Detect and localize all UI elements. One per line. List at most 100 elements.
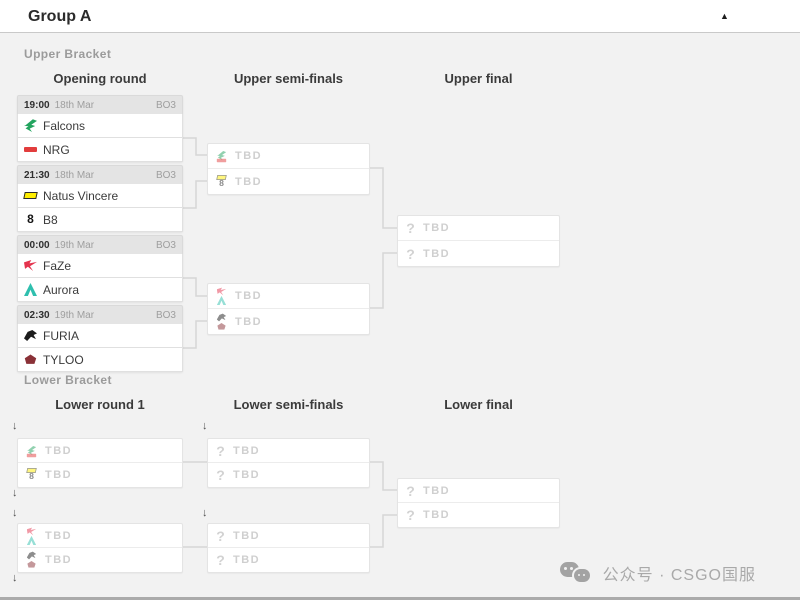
match-format-badge: BO3 [155, 99, 176, 111]
upper-semifinal-1-card[interactable]: TBD TBD [207, 143, 370, 195]
unknown-team-icon: ? [216, 442, 225, 459]
match-header: 00:00 19th Mar BO3 [17, 235, 183, 254]
tbd-label: TBD [233, 529, 261, 542]
unknown-team-icon: ? [406, 245, 415, 262]
falcons-logo-icon [26, 445, 37, 455]
candidate-logos [24, 445, 39, 457]
unknown-team-icon: ? [216, 467, 225, 483]
team-row-navi[interactable]: Natus Vincere [17, 184, 183, 208]
team-name: FURIA [43, 328, 79, 343]
tbd-slot[interactable]: TBD [18, 463, 182, 487]
tbd-slot[interactable]: TBD [18, 548, 182, 572]
candidate-logos [214, 174, 229, 188]
match-card-falcons-nrg[interactable]: 19:00 18th Mar BO3 Falcons NRG [17, 95, 183, 162]
match-card-faze-aurora[interactable]: 00:00 19th Mar BO3 FaZe Aurora [17, 235, 183, 302]
faze-logo-icon [26, 527, 37, 535]
candidate-logos [24, 527, 39, 545]
watermark: 公众号 · CSGO国服 [559, 561, 756, 585]
wechat-icon [559, 561, 594, 585]
nrg-logo-icon [26, 453, 37, 457]
team-name: FaZe [43, 258, 72, 273]
column-header-lower-round-1: Lower round 1 [55, 397, 145, 412]
match-card-navi-b8[interactable]: 21:30 18th Mar BO3 Natus Vincere B8 [17, 165, 183, 232]
natus-vincere-logo-icon [23, 192, 38, 199]
unknown-team-icon: ? [216, 552, 225, 568]
team-row-aurora[interactable]: Aurora [17, 278, 183, 302]
drop-from-upper-icon: ↓ [202, 420, 208, 432]
tbd-label: TBD [235, 290, 263, 302]
match-date: 19th Mar [54, 309, 95, 321]
b8-logo-icon [27, 472, 36, 481]
tbd-slot[interactable]: TBD [208, 284, 369, 309]
tbd-label: TBD [45, 529, 73, 542]
collapse-icon[interactable]: ▲ [720, 11, 729, 21]
faze-logo-icon [216, 287, 227, 296]
team-name: Natus Vincere [43, 188, 119, 203]
candidate-logos [214, 313, 229, 331]
tbd-slot[interactable]: TBD [208, 144, 369, 169]
tbd-slot[interactable]: ? TBD [208, 439, 369, 463]
furia-logo-icon [26, 551, 37, 560]
unknown-team-icon: ? [406, 507, 415, 523]
unknown-team-icon: ? [406, 482, 415, 499]
match-time: 21:30 [24, 169, 50, 181]
unknown-team-icon: ? [216, 527, 225, 544]
falcons-logo-icon [24, 119, 37, 132]
furia-logo-icon [24, 330, 37, 341]
aurora-logo-icon [216, 295, 227, 306]
tbd-slot[interactable]: ? TBD [208, 524, 369, 548]
upper-semifinal-2-card[interactable]: TBD TBD [207, 283, 370, 335]
drop-from-upper-icon: ↓ [12, 487, 18, 499]
candidate-logos [24, 551, 39, 569]
team-row-nrg[interactable]: NRG [17, 138, 183, 162]
furia-logo-icon [216, 313, 227, 321]
tbd-slot[interactable]: TBD [18, 439, 182, 463]
drop-from-upper-icon: ↓ [12, 507, 18, 519]
tbd-slot[interactable]: ? TBD [398, 479, 559, 503]
candidate-logos [214, 151, 229, 163]
match-date: 19th Mar [54, 239, 95, 251]
upper-bracket-label: Upper Bracket [24, 47, 112, 61]
lower-semifinal-1-card[interactable]: ? TBD ? TBD [207, 438, 370, 488]
lower-round1-card-1[interactable]: TBD TBD [17, 438, 183, 488]
tbd-label: TBD [45, 554, 73, 566]
match-time: 19:00 [24, 99, 50, 111]
tbd-slot[interactable]: ? TBD [398, 503, 559, 527]
team-row-tyloo[interactable]: TYLOO [17, 348, 183, 372]
drop-from-upper-icon: ↓ [12, 420, 18, 432]
candidate-logos [214, 287, 229, 306]
match-header: 21:30 18th Mar BO3 [17, 165, 183, 184]
aurora-logo-icon [26, 535, 37, 545]
match-card-furia-tyloo[interactable]: 02:30 19th Mar BO3 FURIA TYLOO [17, 305, 183, 372]
tbd-label: TBD [423, 222, 451, 234]
column-header-lower-final: Lower final [444, 397, 513, 412]
tbd-label: TBD [233, 554, 261, 566]
tbd-slot[interactable]: TBD [208, 169, 369, 194]
tbd-slot[interactable]: ? TBD [398, 241, 559, 266]
tbd-slot[interactable]: ? TBD [208, 548, 369, 572]
b8-logo-icon [24, 213, 37, 226]
lower-round1-card-2[interactable]: TBD TBD [17, 523, 183, 573]
group-header-bar: Group A ▲ [0, 0, 800, 33]
match-format-badge: BO3 [155, 169, 176, 181]
tbd-label: TBD [45, 444, 73, 457]
team-name: B8 [43, 212, 58, 227]
tbd-slot[interactable]: ? TBD [398, 216, 559, 241]
upper-final-card[interactable]: ? TBD ? TBD [397, 215, 560, 267]
match-time: 00:00 [24, 239, 50, 251]
tbd-slot[interactable]: TBD [18, 524, 182, 548]
match-time: 02:30 [24, 309, 50, 321]
tbd-label: TBD [45, 469, 73, 481]
team-row-b8[interactable]: B8 [17, 208, 183, 232]
lower-semifinal-2-card[interactable]: ? TBD ? TBD [207, 523, 370, 573]
match-header: 19:00 18th Mar BO3 [17, 95, 183, 114]
tbd-slot[interactable]: TBD [208, 309, 369, 334]
team-name: NRG [43, 142, 70, 157]
match-date: 18th Mar [54, 169, 95, 181]
team-row-faze[interactable]: FaZe [17, 254, 183, 278]
lower-final-card[interactable]: ? TBD ? TBD [397, 478, 560, 528]
team-row-furia[interactable]: FURIA [17, 324, 183, 348]
team-row-falcons[interactable]: Falcons [17, 114, 183, 138]
tbd-slot[interactable]: ? TBD [208, 463, 369, 487]
column-header-upper-final: Upper final [444, 71, 513, 86]
